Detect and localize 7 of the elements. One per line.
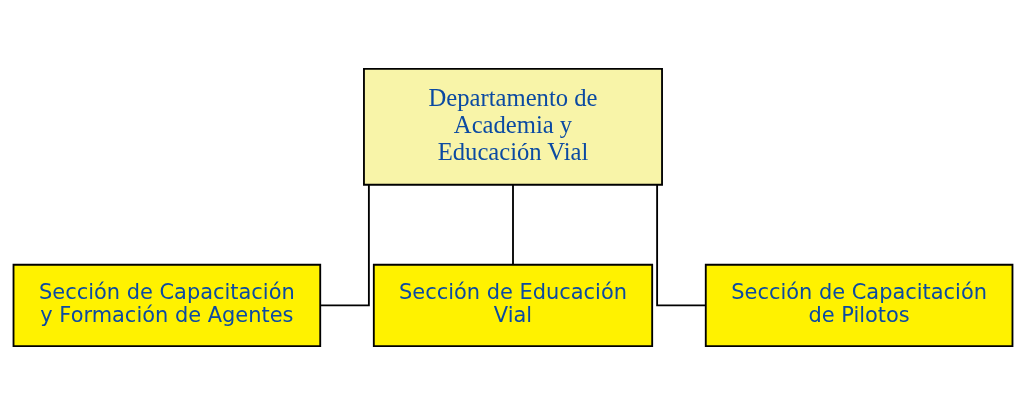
node-box: Sección de Capacitación y Formación de Agentes <box>12 263 322 347</box>
node-box: Departamento de Academia y Educación Vial <box>363 68 663 186</box>
connector <box>656 183 707 307</box>
connector <box>319 183 370 307</box>
node-box: Sección de Capacitación de Pilotos <box>704 263 1014 347</box>
node-box: Sección de Educación Vial <box>372 263 654 347</box>
connector <box>512 183 514 266</box>
